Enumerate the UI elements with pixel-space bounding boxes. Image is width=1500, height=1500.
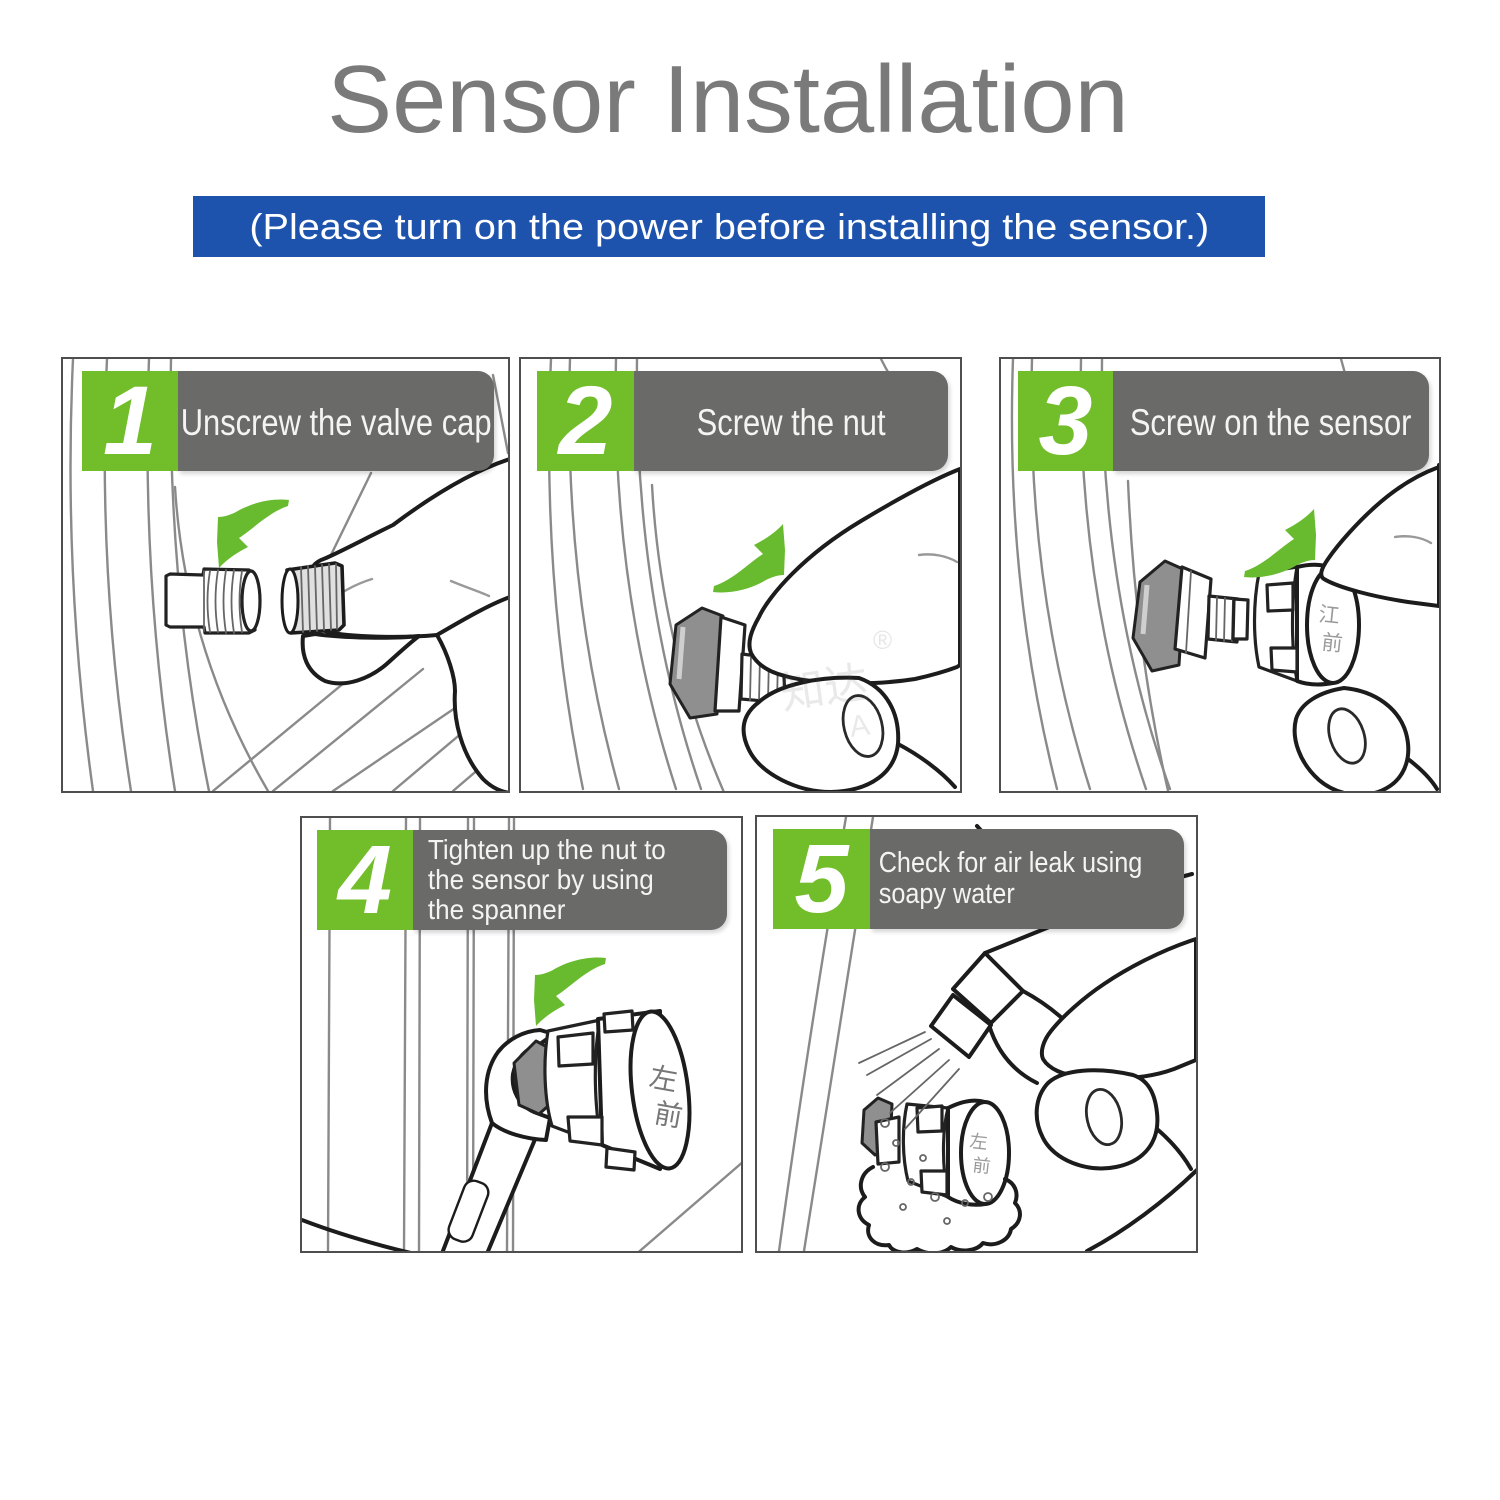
- svg-text:®: ®: [873, 625, 892, 655]
- svg-text:左: 左: [969, 1131, 989, 1153]
- svg-text:知达: 知达: [778, 658, 872, 719]
- svg-text:江: 江: [1317, 603, 1340, 628]
- svg-text:前: 前: [1320, 631, 1343, 656]
- svg-text:前: 前: [972, 1155, 992, 1177]
- svg-text:A: A: [847, 708, 871, 743]
- svg-text:前: 前: [652, 1097, 685, 1132]
- svg-text:左: 左: [647, 1061, 680, 1096]
